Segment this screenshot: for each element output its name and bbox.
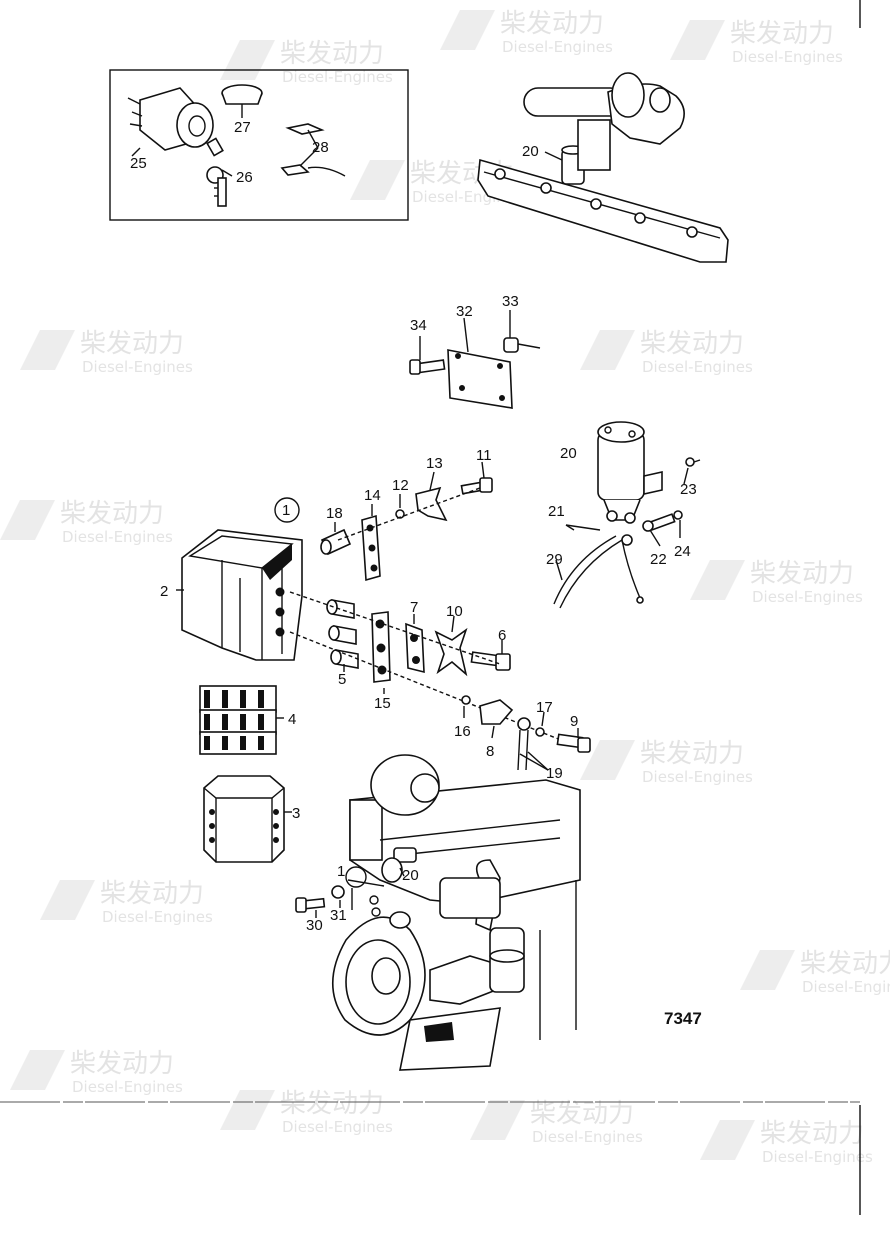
callout-22: 22 [650, 551, 667, 568]
ignition-switch-inset [109, 69, 409, 221]
watermark-en-text: Diesel-Engines [732, 48, 843, 66]
callout-30: 30 [306, 917, 323, 934]
callout-33: 33 [502, 293, 519, 310]
callout-26: 26 [236, 169, 253, 186]
upper-bracket-group [274, 461, 493, 582]
callout-2: 2 [160, 583, 168, 600]
watermark-en-text: Diesel-Engines [802, 978, 890, 996]
watermark-en-text: Diesel-Engines [762, 1148, 873, 1166]
callout-5: 5 [338, 671, 346, 688]
callout-27: 27 [234, 119, 251, 136]
callout-20-relay: 20 [560, 445, 577, 462]
watermark-cn-text: 柴发动力 [280, 39, 384, 69]
lower-bracket-group [289, 591, 587, 751]
watermark-logo: 柴发动力 Diesel-Engines [470, 1099, 643, 1146]
callout-10: 10 [446, 603, 463, 620]
watermark-logo: 柴发动力 Diesel-Engines [0, 499, 173, 546]
callout-13: 13 [426, 455, 443, 472]
rubber-cap [221, 84, 263, 105]
watermark-en-text: Diesel-Engines [502, 38, 613, 56]
callout-6: 6 [498, 627, 506, 644]
starter-relay-group [553, 421, 701, 609]
watermark-logo: 柴发动力 Diesel-Engines [220, 39, 393, 86]
callout-20-manifold: 20 [522, 143, 539, 160]
watermark-logo: 柴发动力 Diesel-Engines [20, 329, 193, 376]
callout-1-circled: 1 [282, 502, 290, 519]
watermark-cn-text: 柴发动力 [100, 879, 204, 909]
watermark-en-text: Diesel-Engines [72, 1078, 183, 1096]
watermark-cn-text: 柴发动力 [800, 949, 890, 979]
mounting-plate-group [409, 310, 541, 409]
watermark-cn-text: 柴发动力 [750, 559, 854, 589]
callout-28: 28 [312, 139, 329, 156]
ignition-switch [127, 87, 214, 151]
callout-3: 3 [292, 805, 300, 822]
watermark-cn-text: 柴发动力 [70, 1049, 174, 1079]
watermark-cn-text: 柴发动力 [530, 1099, 634, 1129]
engine-view [295, 754, 581, 1071]
watermark-logo: 柴发动力 Diesel-Engines [740, 949, 890, 996]
callout-15: 15 [374, 695, 391, 712]
callout-31: 31 [330, 907, 347, 924]
watermark-en-text: Diesel-Engines [102, 908, 213, 926]
figure-number: 7347 [664, 1009, 702, 1028]
callout-25: 25 [130, 155, 147, 172]
watermark-cn-text: 柴发动力 [640, 329, 744, 359]
watermark-cn-text: 柴发动力 [760, 1119, 864, 1149]
watermark-logo: 柴发动力 Diesel-Engines [670, 19, 843, 66]
watermark-en-text: Diesel-Engines [642, 768, 753, 786]
callout-9: 9 [570, 713, 578, 730]
terminal-strip [199, 685, 284, 755]
watermark-en-text: Diesel-Engines [282, 1118, 393, 1136]
callout-8: 8 [486, 743, 494, 760]
callout-21: 21 [548, 503, 565, 520]
watermark-en-text: Diesel-Engines [62, 528, 173, 546]
watermark-logo: 柴发动力 Diesel-Engines [220, 1089, 393, 1136]
callout-32: 32 [456, 303, 473, 320]
watermark-cn-text: 柴发动力 [730, 19, 834, 49]
watermark-logo: 柴发动力 Diesel-Engines [700, 1119, 873, 1166]
callout-1-engine: 1 [337, 863, 345, 880]
callout-12: 12 [392, 477, 409, 494]
octagonal-cover [203, 775, 292, 863]
callout-11: 11 [476, 447, 492, 464]
earth-connection-group [461, 695, 591, 771]
callout-24: 24 [674, 543, 691, 560]
callout-14: 14 [364, 487, 381, 504]
watermark-en-text: Diesel-Engines [282, 68, 393, 86]
callout-19: 19 [546, 765, 563, 782]
callout-34: 34 [410, 317, 427, 334]
callout-18: 18 [326, 505, 343, 522]
watermark-logo: 柴发动力 Diesel-Engines [580, 739, 753, 786]
terminal-block-housing [176, 529, 303, 661]
callout-23: 23 [680, 481, 697, 498]
callout-29: 29 [546, 551, 563, 568]
watermark-logo: 柴发动力 Diesel-Engines [440, 9, 613, 56]
callout-labels: 25 26 27 28 20 34 32 33 20 23 21 22 24 2… [130, 119, 702, 1028]
watermark-logo: 柴发动力 Diesel-Engines [10, 1049, 183, 1096]
watermark-en-text: Diesel-Engines [752, 588, 863, 606]
callout-17: 17 [536, 699, 553, 716]
callout-16: 16 [454, 723, 471, 740]
callout-4: 4 [288, 711, 296, 728]
cable-connector [280, 123, 346, 177]
watermark-layer: 柴发动力 Diesel-Engines 柴发动力 Diesel-Engines … [0, 9, 890, 1166]
watermark-logo: 柴发动力 Diesel-Engines [580, 329, 753, 376]
watermark-cn-text: 柴发动力 [280, 1089, 384, 1119]
watermark-cn-text: 柴发动力 [80, 329, 184, 359]
ignition-key [206, 137, 227, 207]
callout-7: 7 [410, 599, 418, 616]
callout-20-engine: 20 [402, 867, 419, 884]
watermark-logo: 柴发动力 Diesel-Engines [40, 879, 213, 926]
watermark-cn-text: 柴发动力 [60, 499, 164, 529]
watermark-cn-text: 柴发动力 [640, 739, 744, 769]
watermark-en-text: Diesel-Engines [82, 358, 193, 376]
watermark-cn-text: 柴发动力 [500, 9, 604, 39]
watermark-en-text: Diesel-Engines [532, 1128, 643, 1146]
manifold-assembly [477, 72, 729, 263]
watermark-logo: 柴发动力 Diesel-Engines [690, 559, 863, 606]
watermark-en-text: Diesel-Engines [642, 358, 753, 376]
